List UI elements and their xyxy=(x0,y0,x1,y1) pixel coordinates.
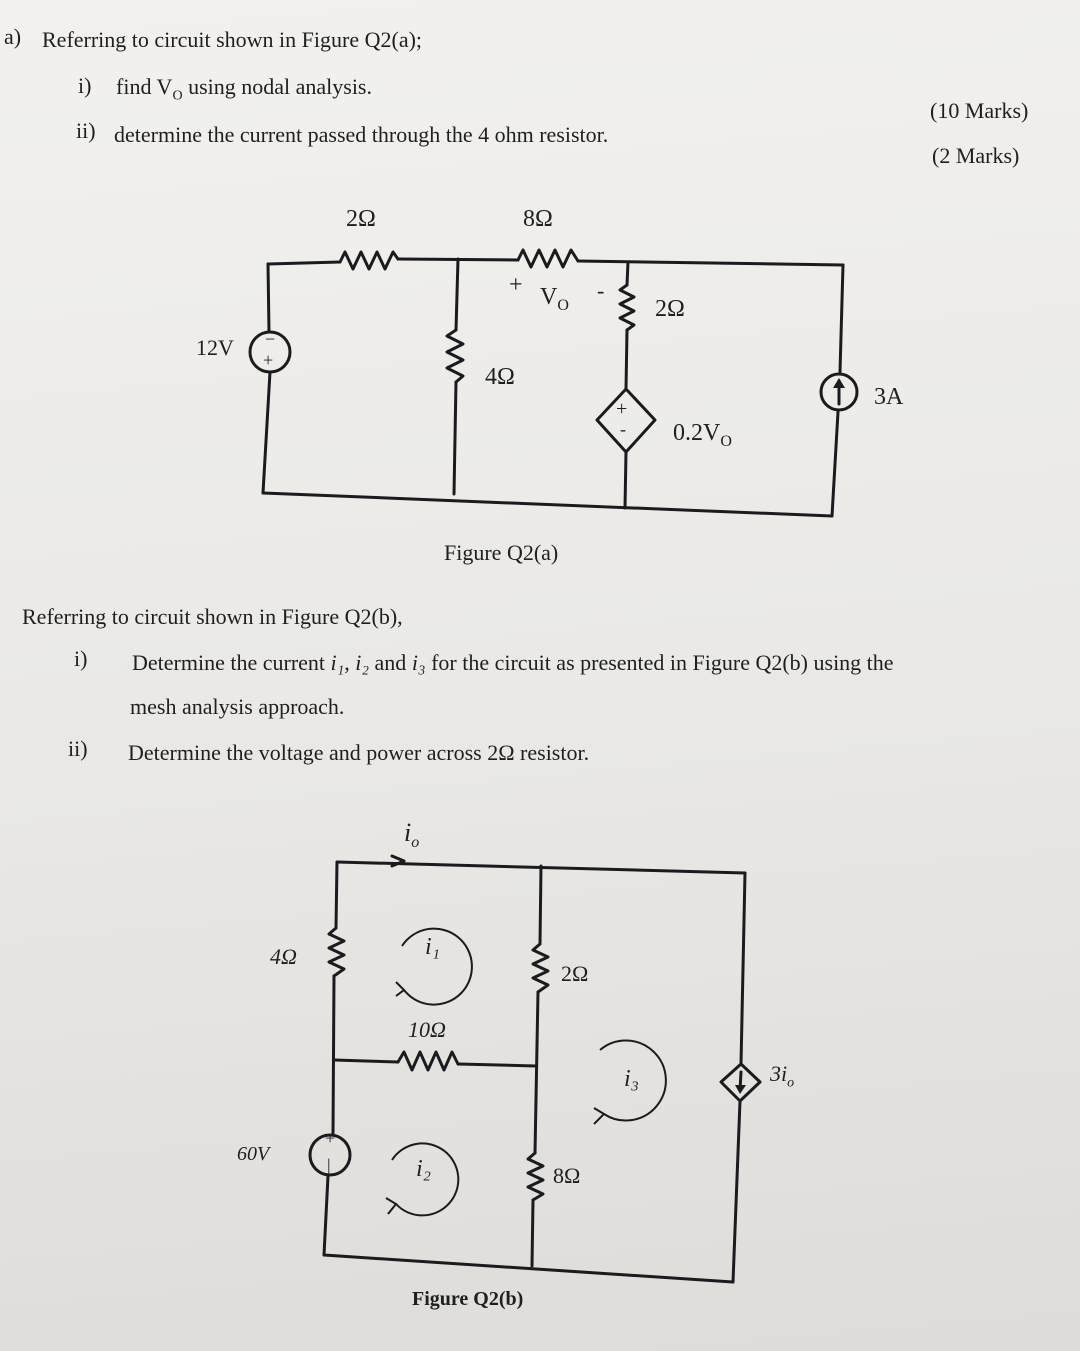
figure-b-dep-sub: o xyxy=(787,1075,795,1091)
part-a-item-1-marks: (10 Marks) xyxy=(930,98,1029,123)
part-a-item-2-num: ii) xyxy=(76,118,96,143)
part-a-item-1-text-after: using nodal analysis. xyxy=(182,74,372,99)
part-a-item-2-text: determine the current passed through the… xyxy=(114,122,609,147)
figure-b-mesh-3: i₃ xyxy=(624,1066,640,1092)
part-b-i3: i₃ xyxy=(411,650,426,675)
part-a-item-1-text-before: find V xyxy=(116,74,173,99)
figure-a-12v-plus: + xyxy=(263,350,274,370)
part-a-item-1-text: find VO using nodal analysis. xyxy=(116,74,372,104)
part-b-i1: i₁ xyxy=(330,650,345,675)
figure-a-dep-minus: - xyxy=(620,419,626,439)
figure-b-mesh-1: i₁ xyxy=(425,934,441,960)
figure-a-vo-plus: + xyxy=(509,272,523,298)
part-a-question: Referring to circuit shown in Figure Q2(… xyxy=(42,27,423,52)
figure-a-r-right: 2Ω xyxy=(655,296,685,322)
part-a-item-1-num: i) xyxy=(78,73,92,98)
figure-b-60v-label: 60V xyxy=(237,1143,270,1165)
figure-a-12v-minus: − xyxy=(265,329,276,349)
part-b-question: Referring to circuit shown in Figure Q2(… xyxy=(22,604,403,629)
figure-b-mesh-2: i₂ xyxy=(416,1156,432,1182)
figure-a-dep-label-main: 0.2V xyxy=(673,420,721,446)
figure-a-r-middle: 4Ω xyxy=(485,364,515,390)
part-b-i2: i₂ xyxy=(355,650,370,675)
figure-b-io-sub: o xyxy=(411,834,420,852)
figure-a-caption: Figure Q2(a) xyxy=(444,540,559,565)
part-b-item-1-num: i) xyxy=(74,646,88,671)
figure-b-dep-main: 3i xyxy=(770,1061,788,1086)
figure-a-12v-label: 12V xyxy=(196,335,234,360)
figure-a-vo-sub: O xyxy=(557,296,569,314)
part-b-item-2-num: ii) xyxy=(68,736,88,761)
figure-b-60v-minus: | xyxy=(327,1155,331,1175)
figure-a-r-top-mid: 8Ω xyxy=(523,206,553,232)
figure-a-dep-label: 0.2VO xyxy=(673,420,732,451)
figure-a-vo-label: V xyxy=(540,284,558,310)
part-a-item-2-marks: (2 Marks) xyxy=(932,143,1020,168)
figure-b-r2-label: 2Ω xyxy=(561,961,589,986)
figure-b-dep-label: 3io xyxy=(770,1061,794,1091)
part-b-item-2-text: Determine the voltage and power across 2… xyxy=(128,740,590,765)
part-b-sep1: , xyxy=(344,650,356,675)
part-b-item-1-line1: Determine the current i₁, i₂ and i₃ for … xyxy=(132,650,894,676)
part-a-label: a) xyxy=(4,24,22,49)
figure-b-60v-plus: + xyxy=(325,1128,336,1148)
part-b-item-1-line1-b: for the circuit as presented in Figure Q… xyxy=(425,650,894,675)
figure-a-vo-minus: - xyxy=(597,278,605,303)
figure-b-io-main: i xyxy=(404,818,412,847)
figure-b-io-label: io xyxy=(404,818,419,852)
part-b-sep2: and xyxy=(369,650,412,675)
part-b-item-1-line2: mesh analysis approach. xyxy=(130,694,345,719)
figure-a-r-top-left: 2Ω xyxy=(346,206,376,232)
figure-b-r4-label: 4Ω xyxy=(270,944,297,969)
figure-a-dep-label-sub: O xyxy=(720,432,732,450)
part-a-item-1-sub: O xyxy=(172,88,183,104)
part-b-item-1-line1-a: Determine the current xyxy=(132,650,331,675)
figure-b-caption: Figure Q2(b) xyxy=(412,1288,524,1310)
figure-a-vo: VO xyxy=(540,284,569,315)
figure-b-r8-label: 8Ω xyxy=(553,1163,581,1188)
figure-a-current-source-label: 3A xyxy=(874,384,904,410)
figure-b-r10-label: 10Ω xyxy=(408,1017,446,1042)
figure-a-dep-plus: + xyxy=(616,398,628,420)
